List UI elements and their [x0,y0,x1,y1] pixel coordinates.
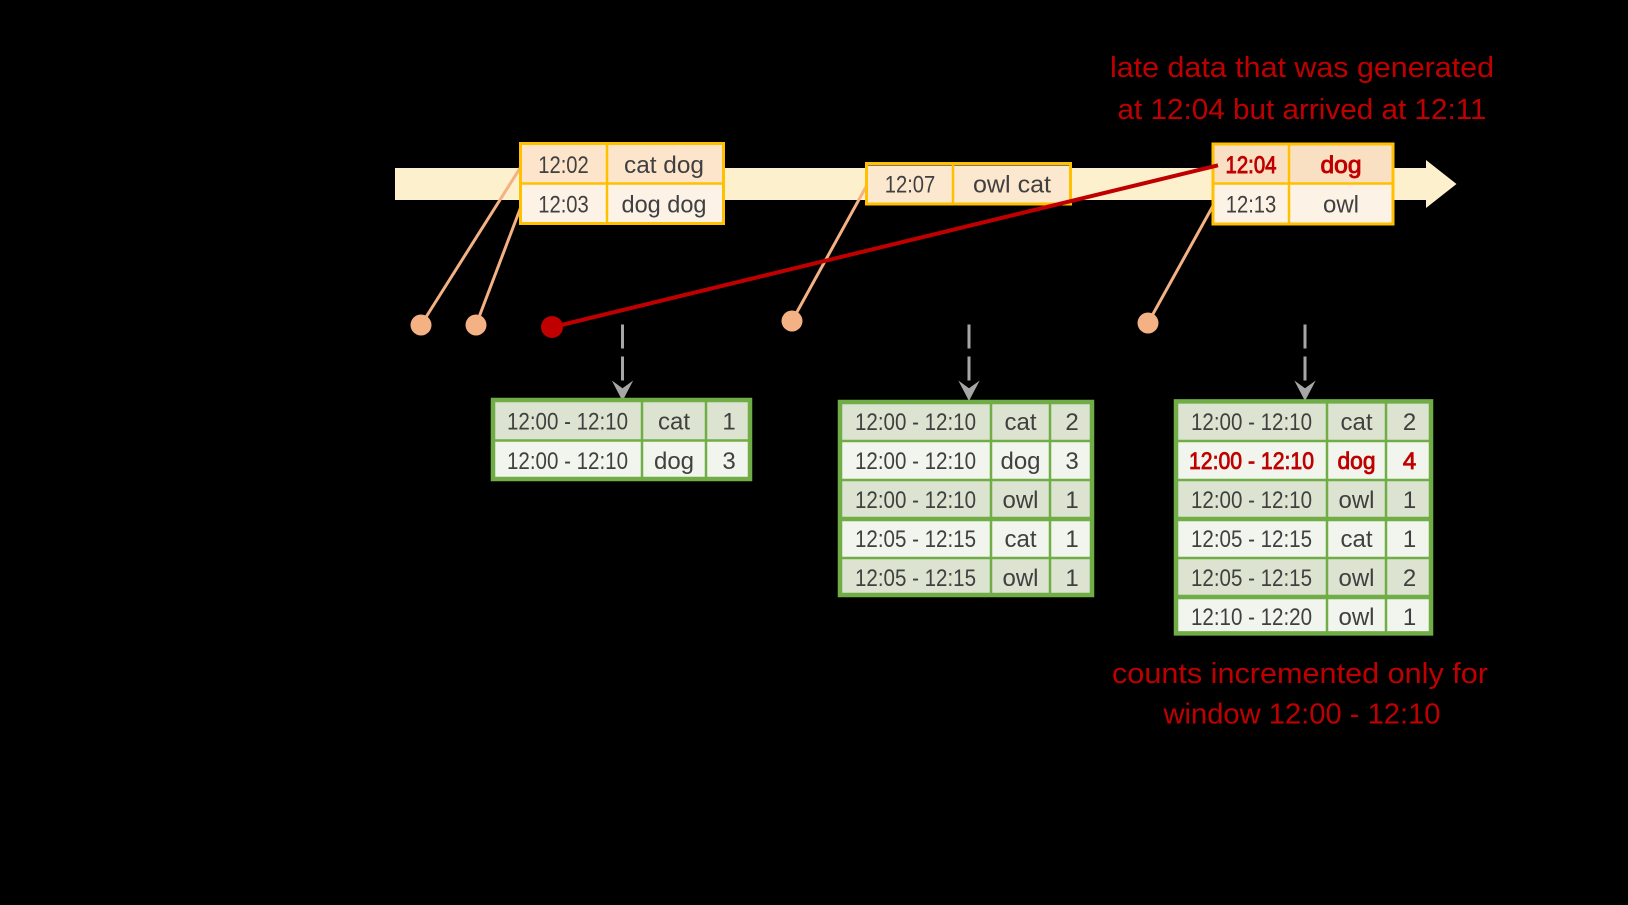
svg-text:owl cat: owl cat [973,172,1051,199]
svg-text:12:03: 12:03 [538,191,589,218]
svg-text:owl: owl [1002,565,1038,592]
svg-text:12:10 - 12:20: 12:10 - 12:20 [1191,604,1312,631]
svg-text:12:00 - 12:10: 12:00 - 12:10 [855,487,976,514]
svg-text:4: 4 [1403,448,1416,475]
svg-text:12:05 - 12:15: 12:05 - 12:15 [1191,565,1312,592]
svg-text:2: 2 [1403,565,1416,592]
svg-text:12:00 - 12:10: 12:00 - 12:10 [507,448,628,475]
svg-text:12:02: 12:02 [538,152,589,179]
svg-text:12:04: 12:04 [1226,152,1277,179]
svg-text:2: 2 [1065,409,1078,436]
svg-text:at 12:04 but arrived at 12:11: at 12:04 but arrived at 12:11 [1118,94,1487,126]
svg-text:owl: owl [1338,604,1374,631]
svg-text:12:00 - 12:10: 12:00 - 12:10 [855,409,976,436]
svg-text:12:05 - 12:15: 12:05 - 12:15 [1191,526,1312,553]
svg-text:2: 2 [1403,409,1416,436]
svg-text:1: 1 [1065,487,1078,514]
svg-text:owl: owl [1338,565,1374,592]
svg-text:12:00 - 12:10: 12:00 - 12:10 [1189,448,1314,475]
svg-text:12:05 - 12:15: 12:05 - 12:15 [855,565,976,592]
svg-text:owl: owl [1338,487,1374,514]
svg-text:counts incremented only for: counts incremented only for [1112,658,1488,690]
svg-text:12:05 - 12:15: 12:05 - 12:15 [855,526,976,553]
svg-text:1: 1 [1065,565,1078,592]
svg-text:dog: dog [654,448,694,475]
svg-text:12:00 - 12:10: 12:00 - 12:10 [855,448,976,475]
svg-text:late data that was generated: late data that was generated [1110,52,1494,84]
svg-text:owl: owl [1323,191,1359,218]
svg-text:1: 1 [1403,487,1416,514]
svg-text:dog dog: dog dog [622,191,707,218]
svg-text:cat: cat [658,409,690,436]
svg-text:cat: cat [1004,526,1036,553]
svg-text:dog: dog [1000,448,1040,475]
svg-text:1: 1 [1065,526,1078,553]
svg-text:12:13: 12:13 [1226,191,1277,218]
svg-text:12:00 - 12:10: 12:00 - 12:10 [507,409,628,436]
svg-text:1: 1 [1403,526,1416,553]
svg-text:cat: cat [1340,409,1372,436]
svg-text:owl: owl [1002,487,1038,514]
svg-text:3: 3 [1065,448,1078,475]
svg-text:cat: cat [1340,526,1372,553]
svg-text:1: 1 [1403,604,1416,631]
svg-text:cat: cat [1004,409,1036,436]
svg-text:12:07: 12:07 [885,172,936,199]
svg-text:dog: dog [1321,152,1362,179]
svg-text:dog: dog [1338,448,1376,475]
svg-text:12:00 - 12:10: 12:00 - 12:10 [1191,487,1312,514]
svg-text:12:00 - 12:10: 12:00 - 12:10 [1191,409,1312,436]
svg-text:3: 3 [722,448,735,475]
svg-text:cat dog: cat dog [624,152,704,179]
svg-text:window 12:00 - 12:10: window 12:00 - 12:10 [1162,699,1440,731]
svg-text:1: 1 [722,409,735,436]
